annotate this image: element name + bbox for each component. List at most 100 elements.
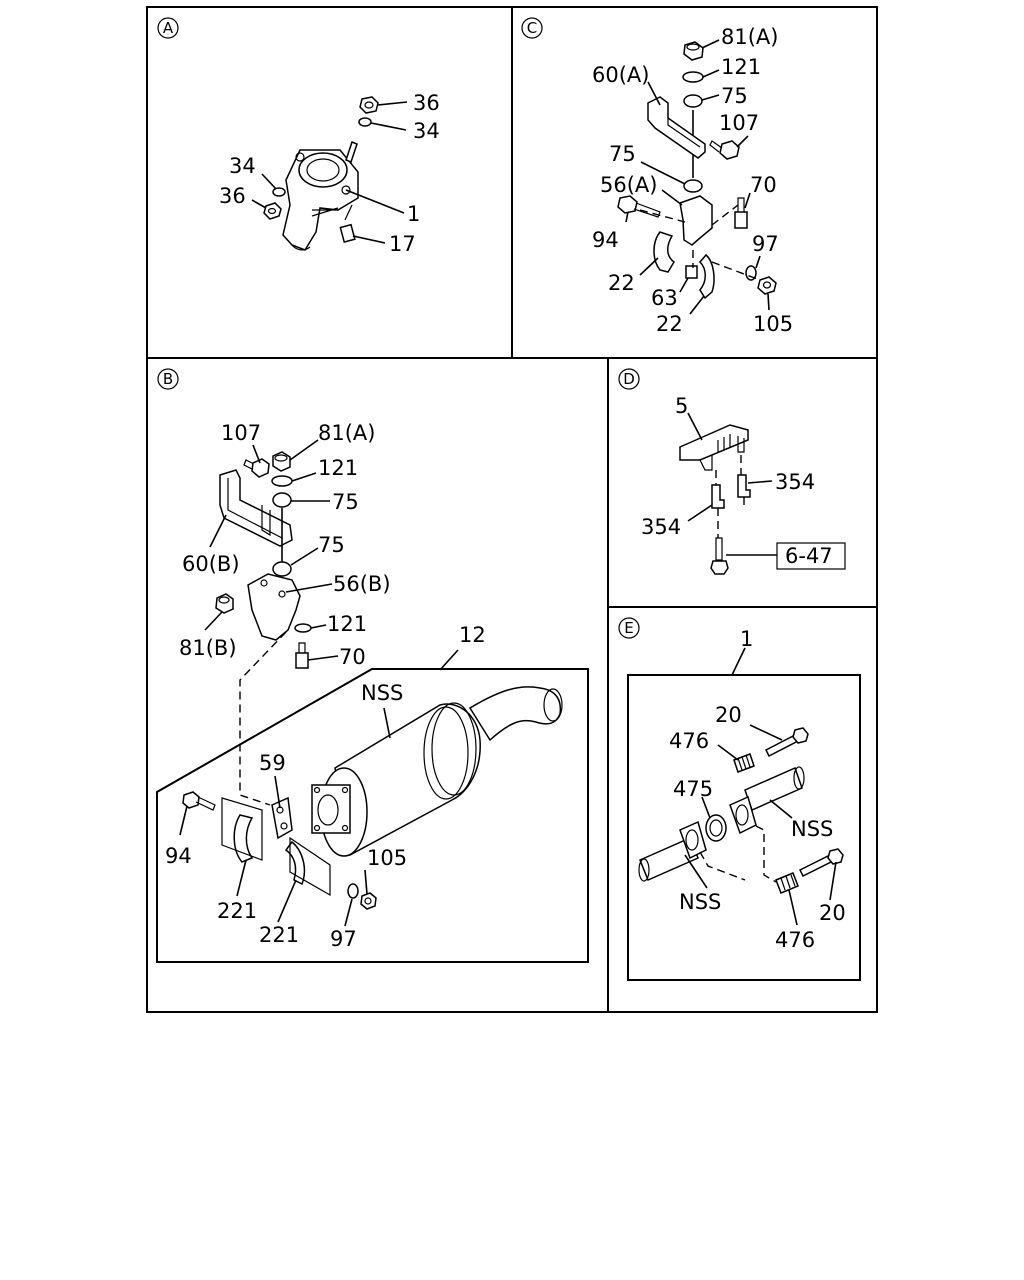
panel-b-dash-line bbox=[239, 631, 287, 806]
label-ref-6-47: 6-47 bbox=[785, 544, 833, 568]
clamp-22-left-part bbox=[653, 231, 675, 273]
label-81b: 81(B) bbox=[179, 636, 237, 660]
nut-36-top-part bbox=[359, 96, 379, 114]
exhaust-flange-part bbox=[282, 149, 359, 251]
panel-a-leaders bbox=[251, 101, 408, 244]
bracket-56a-part bbox=[679, 195, 713, 246]
svg-text:A: A bbox=[163, 19, 174, 37]
label-1: 1 bbox=[407, 202, 420, 226]
panel-d-leaders bbox=[687, 412, 777, 556]
cushion-75-top-part bbox=[683, 94, 703, 108]
label-81a-b: 81(A) bbox=[318, 421, 375, 445]
stud-upper-part bbox=[345, 141, 358, 163]
label-34-left: 34 bbox=[229, 154, 256, 178]
cushion-75-b-bottom-part bbox=[272, 561, 292, 577]
heat-shield-5-part bbox=[679, 424, 749, 461]
panel-d-dash-lines bbox=[715, 455, 745, 538]
bolt-70-b-part bbox=[295, 642, 309, 669]
label-20-bottom: 20 bbox=[819, 901, 846, 925]
shield-tab-left bbox=[699, 455, 713, 471]
svg-text:C: C bbox=[527, 19, 537, 37]
label-1-e: 1 bbox=[740, 627, 753, 651]
panel-b-leaders bbox=[179, 439, 459, 927]
label-60a: 60(A) bbox=[592, 63, 649, 87]
washer-34-left-part bbox=[272, 187, 286, 197]
spring-476-top-part bbox=[733, 753, 755, 773]
flange-left-part bbox=[679, 820, 707, 860]
cushion-75-bottom-part bbox=[683, 179, 703, 193]
label-36-top: 36 bbox=[413, 91, 440, 115]
label-121-b-top: 121 bbox=[318, 456, 358, 480]
panel-e-dash-lines bbox=[699, 825, 777, 883]
panel-b-badge: B bbox=[157, 368, 179, 390]
label-22-bottom: 22 bbox=[656, 312, 683, 336]
shield-tab-right bbox=[737, 436, 745, 453]
svg-text:B: B bbox=[163, 370, 173, 388]
muffler-part bbox=[311, 686, 563, 857]
washer-97-part bbox=[745, 265, 757, 281]
panel-d: D 5 354 354 bbox=[618, 368, 846, 575]
panel-b: B bbox=[156, 368, 589, 963]
bolt-70-part bbox=[734, 197, 748, 229]
bracket-56b-part bbox=[247, 573, 301, 641]
label-56b: 56(B) bbox=[333, 572, 391, 596]
label-81a: 81(A) bbox=[721, 25, 778, 49]
nut-81a-part bbox=[683, 41, 704, 61]
panel-e: E bbox=[618, 617, 861, 981]
label-107-b: 107 bbox=[221, 421, 261, 445]
label-34-top: 34 bbox=[413, 119, 440, 143]
label-476-top: 476 bbox=[669, 729, 709, 753]
diagram-frame bbox=[146, 6, 878, 1013]
label-22-top: 22 bbox=[608, 271, 635, 295]
label-17: 17 bbox=[389, 232, 416, 256]
clamp-221-right-outline bbox=[289, 836, 331, 897]
bolt-107-b-part bbox=[243, 458, 270, 478]
label-56a: 56(A) bbox=[600, 173, 657, 197]
clamp-221-right-part bbox=[284, 840, 306, 886]
panel-c: C bbox=[521, 17, 793, 336]
label-94-b: 94 bbox=[165, 844, 192, 868]
label-97-b: 97 bbox=[330, 927, 357, 951]
shield-ribs bbox=[717, 434, 731, 452]
label-nss-b: NSS bbox=[361, 681, 403, 705]
label-221-bottom: 221 bbox=[259, 923, 299, 947]
flange-right-part bbox=[729, 795, 757, 835]
svg-text:E: E bbox=[624, 619, 633, 637]
panel-d-badge: D bbox=[618, 368, 640, 390]
nut-36-left-part bbox=[263, 202, 282, 220]
label-94: 94 bbox=[592, 228, 619, 252]
label-20-top: 20 bbox=[715, 703, 742, 727]
hanger-59-part bbox=[271, 796, 293, 840]
clamp-221-left-part bbox=[233, 814, 254, 863]
label-75-b-bottom: 75 bbox=[318, 533, 345, 557]
panel-a: A bbox=[157, 17, 440, 256]
bolt-20-top-part bbox=[764, 727, 809, 758]
label-107: 107 bbox=[719, 111, 759, 135]
spacer-63-part bbox=[685, 265, 698, 279]
label-70: 70 bbox=[750, 173, 777, 197]
label-5: 5 bbox=[675, 394, 688, 418]
clamp-22-right-part bbox=[698, 253, 715, 300]
panel-c-dash-lines bbox=[639, 204, 761, 281]
label-60b: 60(B) bbox=[182, 552, 240, 576]
label-nss-right: NSS bbox=[791, 817, 833, 841]
bracket-60a-part bbox=[647, 96, 706, 159]
bracket-60b-part bbox=[219, 469, 293, 547]
label-59: 59 bbox=[259, 751, 286, 775]
gasket-475-part bbox=[705, 814, 727, 842]
label-121: 121 bbox=[721, 55, 761, 79]
nut-81b-part bbox=[215, 593, 234, 614]
label-97: 97 bbox=[752, 232, 779, 256]
label-36-left: 36 bbox=[219, 184, 246, 208]
spring-476-bottom-part bbox=[775, 872, 799, 894]
label-475: 475 bbox=[673, 777, 713, 801]
bolt-94-b-part bbox=[182, 791, 216, 811]
nut-105-b-part bbox=[360, 892, 377, 910]
washer-97-b-part bbox=[347, 883, 359, 899]
bracket-354-upper-part bbox=[737, 474, 751, 498]
panel-a-badge: A bbox=[157, 17, 179, 39]
bracket-354-lower-part bbox=[711, 484, 725, 509]
bolt-20-bottom-part bbox=[798, 848, 844, 878]
washer-121-b-top-part bbox=[271, 475, 293, 487]
